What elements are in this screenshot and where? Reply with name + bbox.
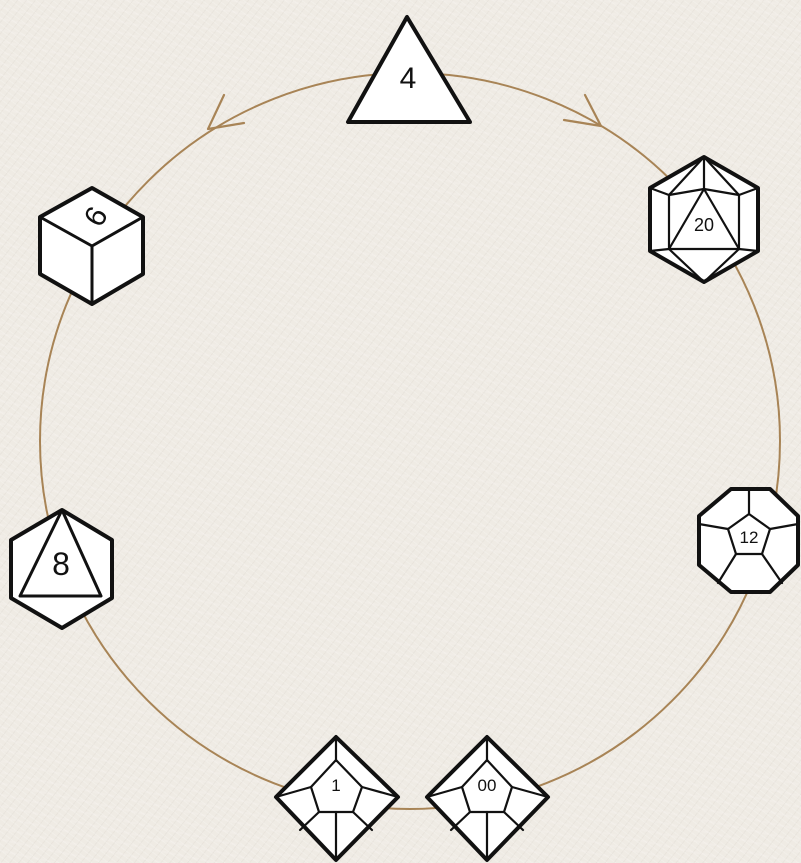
d4-die-label: 4 [400,62,417,95]
d6-die: 6 [40,188,143,304]
d10-die: 1 [276,737,398,860]
d12-die: 12 [699,489,798,592]
d4-die: 4 [348,17,470,122]
d12-die-label: 12 [740,528,759,547]
d20-die-label: 20 [694,215,714,235]
d10-percentile-die-label: 00 [478,776,497,795]
d8-die-label: 8 [52,546,70,582]
d10-die-label: 1 [331,776,340,795]
counterclockwise-arrow-icon [208,95,244,129]
d10-percentile-die: 00 [427,737,548,860]
d8-die: 8 [11,510,112,628]
